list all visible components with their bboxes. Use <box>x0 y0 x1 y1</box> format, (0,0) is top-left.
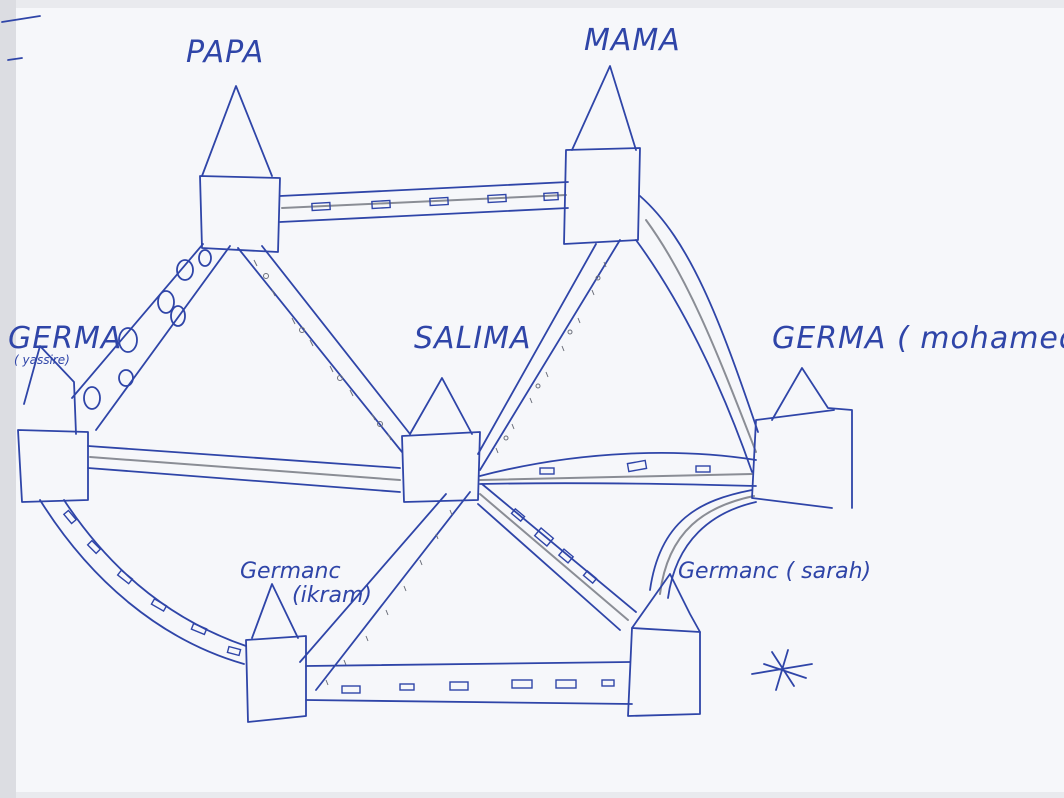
road-salima-sarah <box>477 483 637 631</box>
label-yassine: GERMA <box>8 321 122 356</box>
label-ikram-sub: (ikram) <box>292 583 372 608</box>
road-yassine-ikram <box>39 499 247 665</box>
road-mama-mohamed <box>635 195 759 473</box>
road-ikram-sarah <box>305 661 633 705</box>
label-mama: MAMA <box>584 23 681 58</box>
star-doodle <box>751 649 813 691</box>
label-yassine-sub: ( yassire) <box>14 353 70 367</box>
road-yassine-salima <box>87 445 401 493</box>
house-yassine <box>17 345 89 503</box>
road-salima-ikram <box>299 491 471 691</box>
paper-sheet <box>12 8 1064 792</box>
house-ikram <box>245 583 307 723</box>
label-sarah: Germanc ( sarah) <box>678 559 871 584</box>
road-salima-mohamed <box>479 452 757 487</box>
corner-scribble <box>1 15 41 61</box>
house-papa <box>199 85 281 253</box>
road-papa-mama <box>279 181 569 223</box>
label-mohamed: GERMA ( mohamed) <box>772 321 1064 356</box>
road-papa-salima <box>237 245 411 453</box>
label-ikram: Germanc <box>240 559 341 584</box>
paper-shadow <box>0 0 16 798</box>
label-salima: SALIMA <box>414 321 532 356</box>
label-papa: PAPA <box>186 35 264 70</box>
house-salima <box>401 377 481 503</box>
road-mama-salima <box>477 239 621 471</box>
house-mama <box>563 65 641 245</box>
road-papa-yassine <box>71 243 231 431</box>
house-sarah <box>627 573 701 717</box>
house-mohamed <box>751 367 853 509</box>
